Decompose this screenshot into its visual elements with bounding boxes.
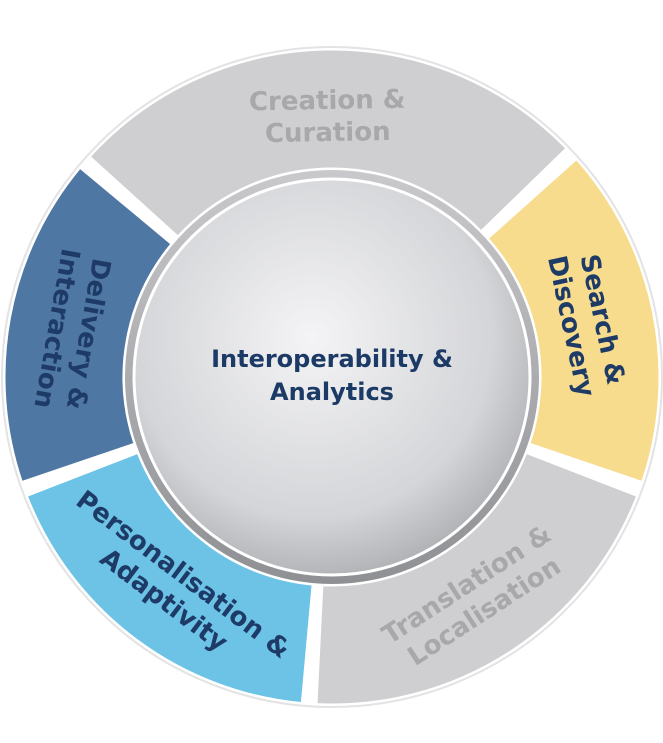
center-label-line2: Analytics bbox=[270, 378, 394, 406]
segment-search bbox=[484, 156, 662, 485]
segment-delivery bbox=[2, 164, 175, 485]
segment-label-creation-line2: Curation bbox=[265, 117, 391, 149]
segment-label-creation-line1: Creation & bbox=[249, 85, 406, 118]
center-circle bbox=[132, 177, 532, 577]
segment-personalisation bbox=[24, 450, 315, 706]
segment-translation bbox=[314, 450, 640, 707]
segment-label-creation: Creation &Curation bbox=[249, 85, 406, 149]
center-label-line1: Interoperability & bbox=[211, 345, 453, 373]
segment-creation bbox=[86, 47, 570, 240]
outer-ring bbox=[1, 46, 663, 708]
